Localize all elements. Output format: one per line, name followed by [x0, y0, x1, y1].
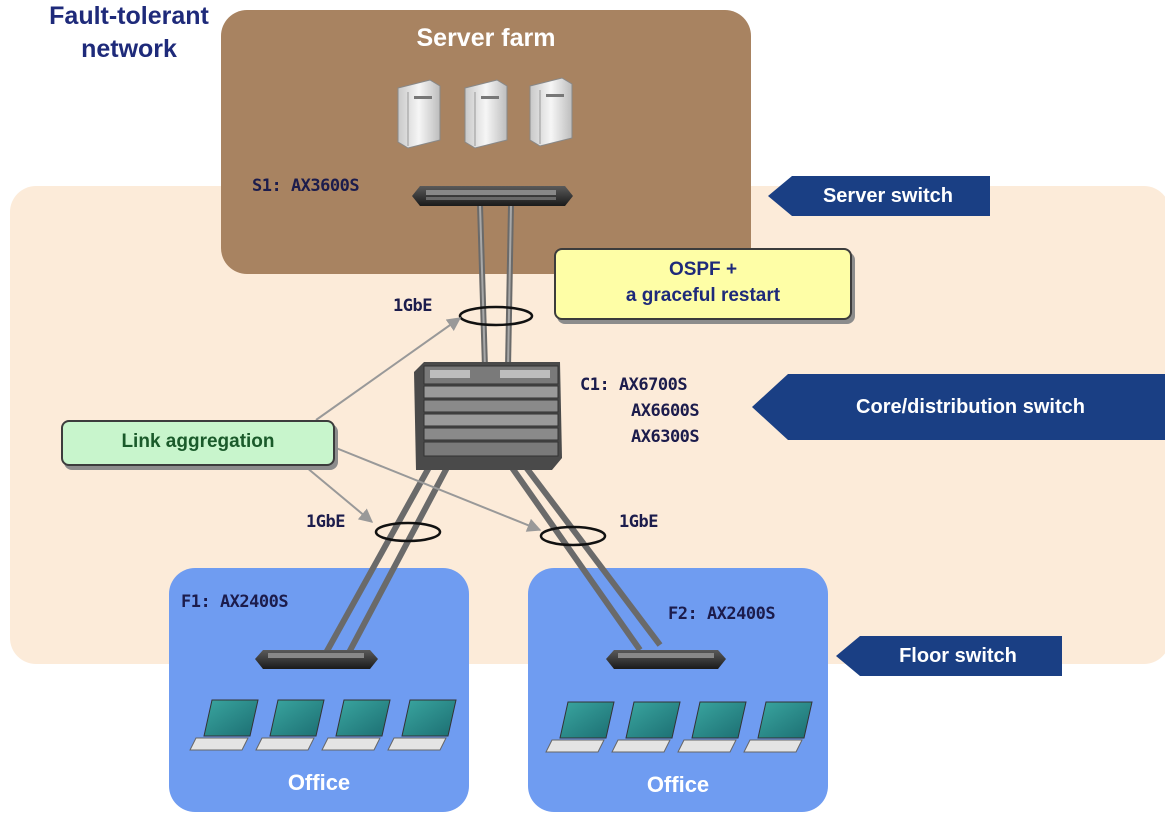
server-farm-title: Server farm [416, 24, 556, 52]
laptop-icon [255, 699, 325, 751]
c1-model-label: C1: AX6700S AX6600S AX6300S [580, 372, 700, 450]
c1-model-line3: AX6300S [631, 427, 700, 447]
server-switch-tag: Server switch [768, 176, 990, 216]
laptop-icon [321, 699, 391, 751]
cables-c1-f2 [505, 460, 663, 652]
f2-model-label: F2: AX2400S [668, 604, 776, 624]
laptop-icon [189, 699, 259, 751]
core-distribution-switch-tag: Core/distribution switch [752, 374, 1165, 440]
network-title-line1: Fault-tolerant [49, 2, 209, 30]
chassis-switch-icon [414, 362, 562, 470]
fault-tolerant-network-title: Fault-tolerant network [0, 0, 258, 66]
network-title-line2: network [81, 35, 177, 63]
office-zone-1 [169, 568, 469, 812]
lag-ring-top [458, 305, 534, 327]
lag-ring-right [539, 525, 607, 547]
switch-icon [606, 650, 726, 669]
server-icon [397, 79, 441, 149]
f1-model-label: F1: AX2400S [181, 592, 289, 612]
lag-pointer-top [315, 317, 462, 421]
link-aggregation-callout: Link aggregation [61, 420, 335, 466]
floor-switch-tag: Floor switch [836, 636, 1062, 676]
ospf-callout-line1: OSPF + [668, 259, 738, 280]
laptop-icon [677, 701, 747, 753]
laptop-icon [387, 699, 457, 751]
office-zone-2 [528, 568, 828, 812]
office-2-title: Office [646, 772, 710, 797]
server-icon [464, 79, 508, 149]
laptop-icon [545, 701, 615, 753]
ospf-callout: OSPF + a graceful restart [554, 248, 852, 320]
office-1-title: Office [287, 770, 351, 795]
switch-icon [255, 650, 378, 669]
switch-icon [412, 186, 573, 206]
laptop-icon [611, 701, 681, 753]
cables-c1-f1 [319, 460, 453, 662]
c1-model-line1: C1: AX6700S [580, 375, 688, 395]
c1-model-line2: AX6600S [631, 401, 700, 421]
link-speed-left: 1GbE [306, 512, 345, 532]
link-speed-right: 1GbE [619, 512, 658, 532]
laptop-icon [743, 701, 813, 753]
lag-pointer-right [330, 445, 542, 532]
lag-pointer-left [299, 461, 374, 523]
uplink-cables-s1-c1 [477, 204, 514, 369]
link-speed-top: 1GbE [393, 296, 432, 316]
ospf-callout-line2: a graceful restart [625, 285, 781, 306]
server-icon [529, 77, 573, 147]
s1-model-label: S1: AX3600S [252, 176, 360, 196]
lag-ring-left [374, 521, 442, 543]
